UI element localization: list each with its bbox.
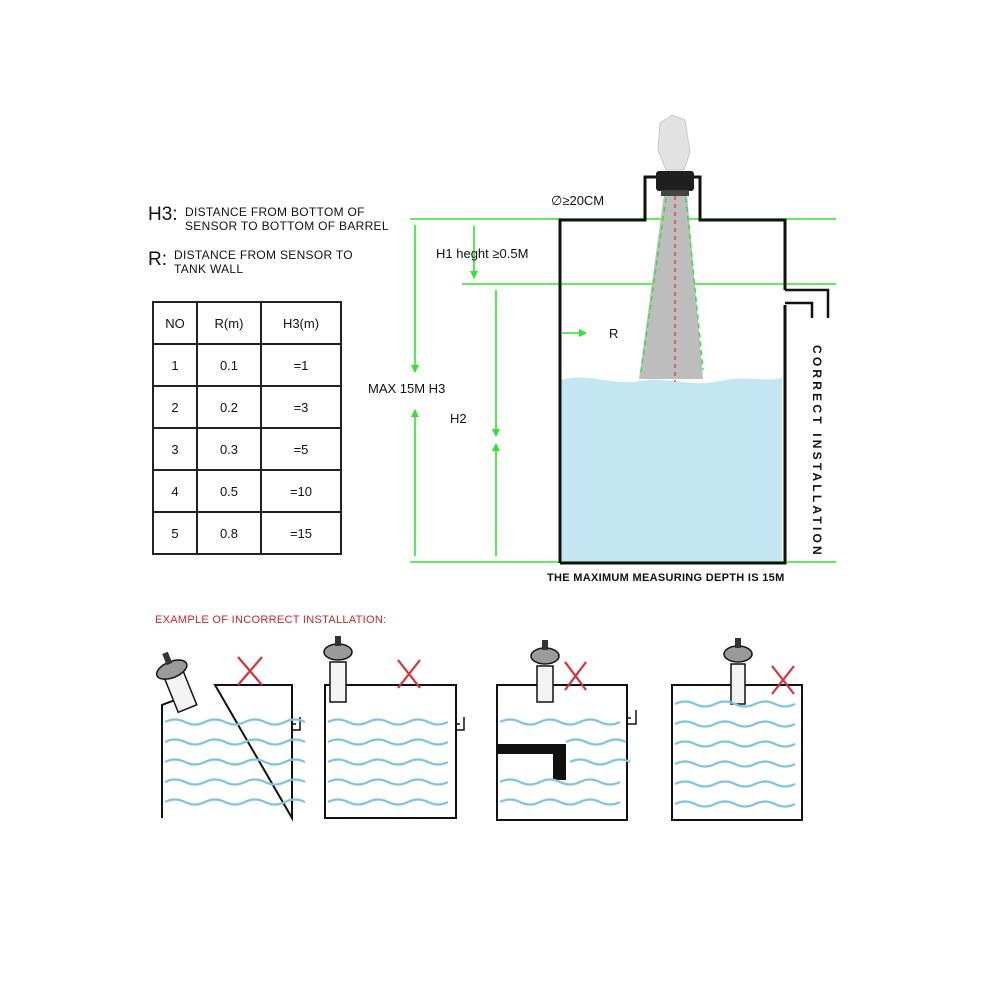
diameter-label: ∅≥20CM [551, 193, 605, 208]
table-row: 4 0.5 =10 [152, 469, 342, 513]
legend-h3: H3: [148, 204, 178, 226]
table-row: 3 0.3 =5 [152, 427, 342, 471]
table-header: NO [152, 301, 198, 345]
incorrect-installation-title: EXAMPLE OF INCORRECT INSTALLATION: [155, 614, 387, 626]
legend-r-text: DISTANCE FROM SENSOR TO TANK WALL [174, 248, 353, 276]
example-water-lines [164, 700, 796, 808]
beam-edge-right [685, 197, 704, 371]
table-cell: 0.1 [196, 343, 262, 387]
table-row: 5 0.8 =15 [152, 511, 342, 555]
depth-caption: THE MAXIMUM MEASURING DEPTH IS 15M [547, 572, 785, 584]
table-cell: 3 [152, 427, 198, 471]
sensor-beam [639, 194, 703, 379]
table-cell: 0.8 [196, 511, 262, 555]
table-header-row: NO R(m) H3(m) [152, 301, 342, 345]
h1-label: H1 heght ≥0.5M [436, 246, 529, 261]
table-cell: 0.3 [196, 427, 262, 471]
beam-edge-left [640, 197, 667, 373]
legend-h3-text: DISTANCE FROM BOTTOM OF SENSOR TO BOTTOM… [185, 205, 389, 233]
table-cell: 5 [152, 511, 198, 555]
outlet-pipe [785, 288, 830, 318]
table-cell: 4 [152, 469, 198, 513]
table-header: R(m) [196, 301, 262, 345]
table-cell: =5 [260, 427, 342, 471]
incorrect-example-1 [155, 651, 301, 822]
tank-water [561, 377, 782, 561]
incorrect-example-4 [671, 638, 803, 821]
table-cell: =1 [260, 343, 342, 387]
legend-r: R: [148, 249, 167, 271]
incorrect-example-2 [323, 636, 465, 819]
table-cell: =10 [260, 469, 342, 513]
table-cell: 0.2 [196, 385, 262, 429]
table-row: 1 0.1 =1 [152, 343, 342, 387]
table-header: H3(m) [260, 301, 342, 345]
table-cell: 2 [152, 385, 198, 429]
table-cell: =15 [260, 511, 342, 555]
correct-installation-label: CORRECT INSTALLATION [810, 345, 824, 558]
h2-label: H2 [450, 411, 467, 426]
spec-table: NO R(m) H3(m) 1 0.1 =1 2 0.2 =3 3 0.3 =5… [152, 301, 342, 555]
incorrect-example-3 [496, 640, 637, 821]
max-h3-label: MAX 15M H3 [368, 381, 446, 396]
table-row: 2 0.2 =3 [152, 385, 342, 429]
table-cell: 0.5 [196, 469, 262, 513]
table-cell: =3 [260, 385, 342, 429]
sensor-icon [656, 114, 694, 196]
legend-h3-key: H3: [148, 204, 178, 225]
legend-r-key: R: [148, 249, 167, 270]
r-label: R [609, 326, 619, 341]
table-cell: 1 [152, 343, 198, 387]
